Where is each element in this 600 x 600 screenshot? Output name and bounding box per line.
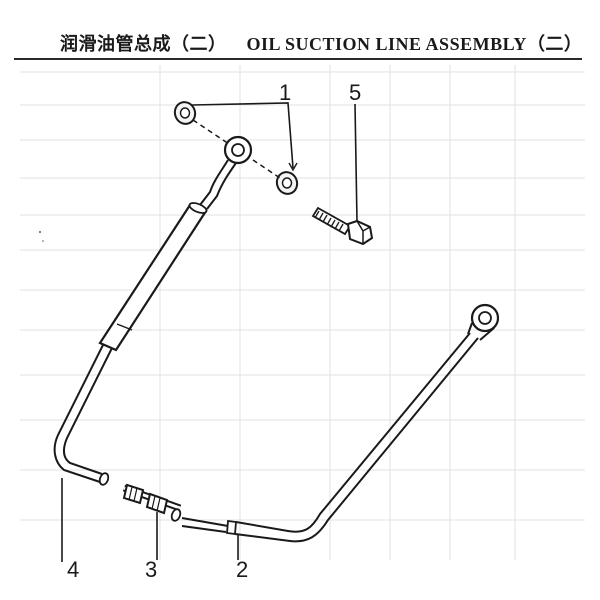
washer-upper xyxy=(173,101,197,125)
callout-3: 3 xyxy=(145,512,158,582)
callout-1: 1 xyxy=(191,80,298,172)
title-chinese: 润滑油管总成（二） xyxy=(60,34,227,55)
suction-pipe xyxy=(53,135,253,486)
callout-4: 4 xyxy=(61,478,79,582)
callout-2-label: 2 xyxy=(236,557,248,582)
callout-3-label: 3 xyxy=(145,557,157,582)
washer-lower xyxy=(275,171,299,195)
union-connector xyxy=(122,483,182,522)
callout-5: 5 xyxy=(349,80,361,223)
callout-5-label: 5 xyxy=(349,80,361,105)
oil-line xyxy=(181,303,500,543)
scan-specks xyxy=(39,231,44,242)
callout-4-label: 4 xyxy=(67,557,79,582)
callout-1-label: 1 xyxy=(279,80,291,105)
title-suffix: （二） xyxy=(526,34,583,55)
callout-2: 2 xyxy=(236,534,248,582)
title-english: OIL SUCTION LINE ASSEMBLY xyxy=(246,34,527,54)
banjo-bolt xyxy=(311,206,374,246)
page-title: 润滑油管总成（二） OIL SUCTION LINE ASSEMBLY（二） xyxy=(60,30,582,56)
bleed-through-grid xyxy=(20,65,585,560)
header-rule xyxy=(14,58,582,60)
